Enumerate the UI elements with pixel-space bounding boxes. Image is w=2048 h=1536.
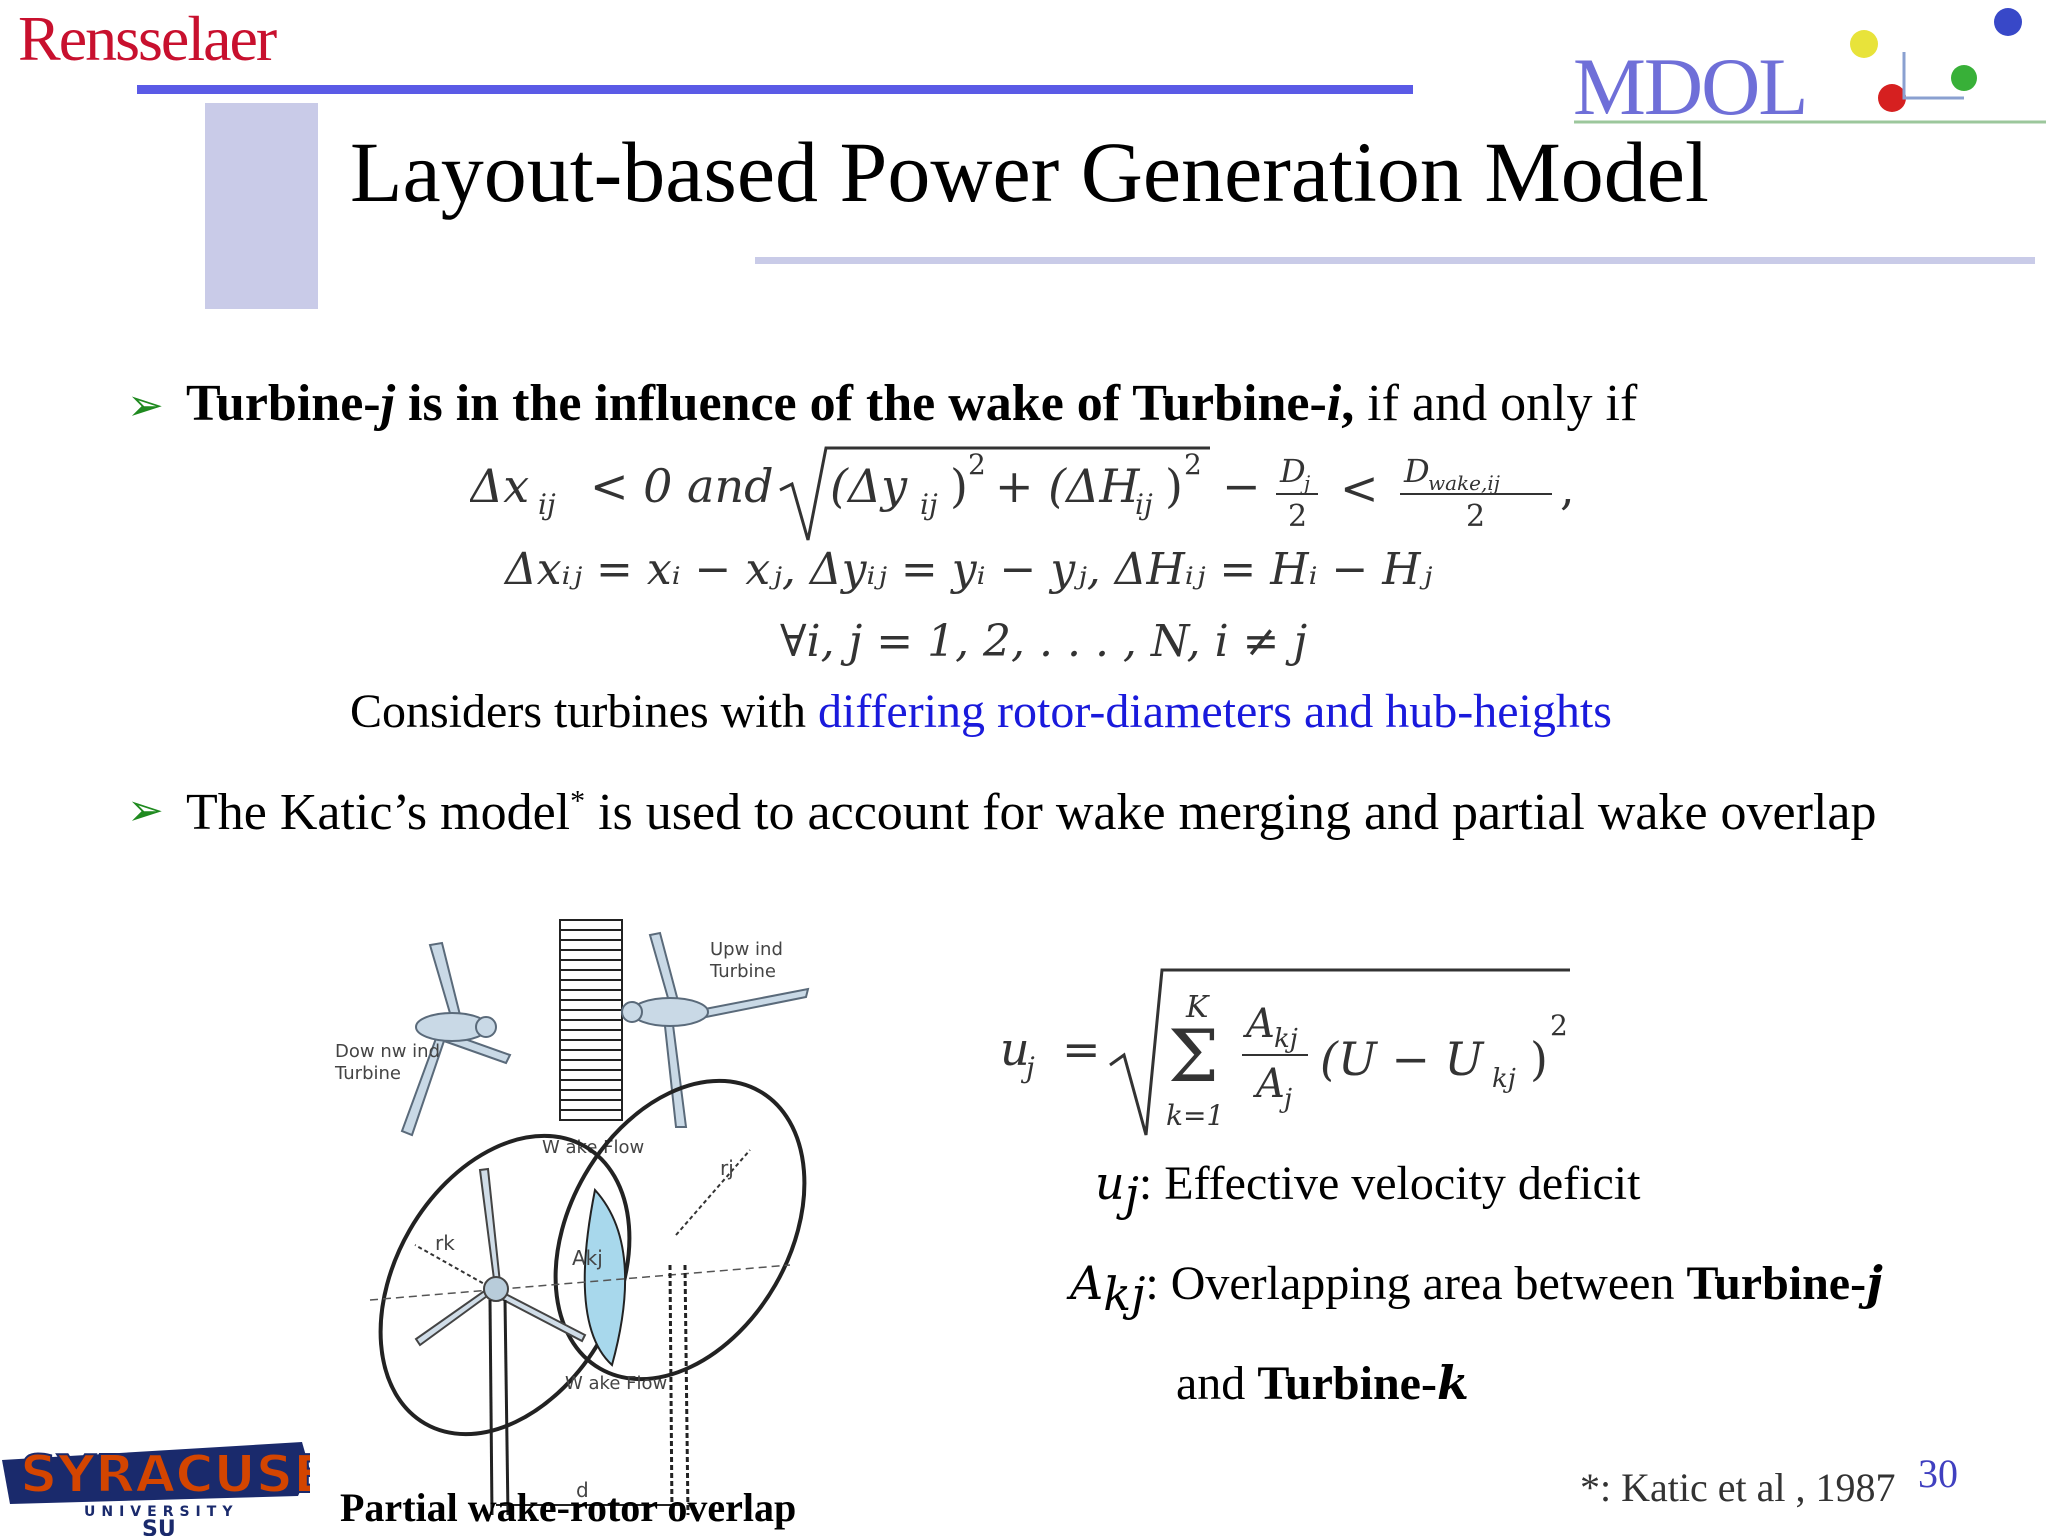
wake-influence-condition-equation: Δx ij < 0 and (Δy ij ) 2 + (ΔH ij ) 2 − …	[470, 446, 1575, 667]
tower-lines	[488, 1264, 690, 1516]
eq1-lhs: Δx	[470, 459, 529, 513]
eq1-frac2-num: D	[1403, 452, 1430, 490]
su-logo-text: SYRACUSE	[20, 1445, 310, 1505]
logo-dot-yellow	[1850, 30, 1878, 58]
header-rule	[137, 85, 1413, 94]
definition-akj-continued: and Turbine-k	[1176, 1356, 1469, 1410]
eq2-paren-sub: kj	[1492, 1064, 1516, 1094]
eq2-sum-bottom: k=1	[1166, 1099, 1224, 1132]
eq2-paren-close: )	[1530, 1032, 1548, 1086]
radius-j-label: rj	[720, 1156, 734, 1180]
eq1-frac2-den: 2	[1466, 499, 1485, 534]
rotor-hub	[483, 1276, 509, 1302]
upwind-turbine	[621, 931, 810, 1128]
eq1-term1-close: )	[950, 459, 968, 513]
bullet-2: The Katic’s model* is used to account fo…	[186, 784, 1877, 841]
diagram-caption: Partial wake-rotor overlap	[340, 1485, 797, 1530]
eq2-sum-top: K	[1185, 990, 1210, 1025]
eq1-line3: ∀i, j = 1, 2, . . . , N, i ≠ j	[780, 616, 1307, 667]
downwind-turbine	[400, 941, 512, 1137]
eq1-sq2: 2	[1184, 448, 1202, 481]
eq1-term1-sub: ij	[920, 488, 938, 521]
eq1-comma: ,	[1560, 461, 1575, 515]
wake-flow-label-bottom: W ake Flow	[565, 1373, 667, 1394]
downwind-label-1: Dow nw ind	[335, 1041, 440, 1062]
eq1-frac1-num: D	[1279, 452, 1306, 490]
eq2-sqrt-sign	[1109, 968, 1570, 1136]
rensselaer-logo: Rensselaer	[18, 3, 277, 74]
overlap-area	[583, 1187, 627, 1367]
radius-k-line	[414, 1244, 496, 1291]
slide-title: Layout-based Power Generation Model	[350, 124, 1709, 220]
bullet-1: Turbine-j is in the influence of the wak…	[186, 375, 1638, 432]
definition-uj: uj: Effective velocity deficit	[1095, 1156, 1641, 1221]
distance-d-label: d	[576, 1478, 589, 1502]
bullet-arrow-icon: ➢	[127, 786, 164, 835]
eq1-term1: (Δy	[830, 459, 908, 513]
eq1-term2-sub: ij	[1135, 488, 1153, 521]
radius-k-label: rk	[435, 1231, 455, 1255]
rotor-blades	[414, 1167, 587, 1347]
title-rule	[755, 257, 2035, 264]
eq2-lhs: u	[1000, 1022, 1030, 1076]
logo-dot-green	[1951, 65, 1977, 91]
eq2-frac-den: A	[1252, 1061, 1285, 1107]
su-logo-mono: SU	[142, 1517, 176, 1536]
wake-flow-label-top: W ake Flow	[542, 1137, 644, 1158]
eq2-paren: (U − U	[1320, 1032, 1486, 1086]
overlap-area-label: Akj	[572, 1246, 603, 1270]
eq1-plus-term2: + (ΔH	[995, 459, 1140, 513]
eq1-term2-close: )	[1165, 459, 1183, 513]
eq1-line2: Δxᵢⱼ = xᵢ − xⱼ, Δyᵢⱼ = yᵢ − yⱼ, ΔHᵢⱼ = H…	[503, 544, 1433, 595]
wake-overlap-diagram: Dow nw ind Turbine Upw ind Turbine W ake…	[334, 919, 810, 1516]
eq2-exp: 2	[1550, 1009, 1568, 1042]
eq1-sq1: 2	[968, 448, 986, 481]
radius-j-line	[675, 1149, 751, 1236]
mdol-logo	[1574, 8, 2046, 124]
mdol-logo-text: MDOL	[1573, 41, 1808, 132]
citation: *: Katic et al , 1987	[1580, 1465, 1896, 1510]
su-logo-banner	[2, 1442, 310, 1504]
eq2-frac-num-sub: kj	[1274, 1024, 1298, 1054]
eq1-frac2-num-sub: wake,ij	[1428, 471, 1500, 495]
eq1-lt: <	[1340, 461, 1379, 515]
eq2-frac-num: A	[1242, 1001, 1275, 1047]
title-accent-block	[205, 103, 318, 309]
eq2-equals: =	[1062, 1022, 1101, 1076]
katic-velocity-equation: u j = K Σ k=1 A kj A j (U − U kj ) 2	[1000, 968, 1570, 1136]
eq1-lhs-sub: ij	[538, 488, 556, 521]
su-logo-sub: UNIVERSITY	[84, 1504, 238, 1520]
upwind-label-1: Upw ind	[710, 939, 783, 960]
logo-dot-blue	[1994, 8, 2022, 36]
eq1-minus: −	[1222, 459, 1261, 513]
wake-flow-grid	[559, 919, 623, 1121]
downwind-label-2: Turbine	[334, 1063, 401, 1084]
upwind-label-2: Turbine	[709, 961, 776, 982]
considers-highlight: differing rotor-diameters and hub-height…	[817, 685, 1612, 738]
bullet-arrow-icon: ➢	[127, 381, 164, 430]
eq1-frac1-den: 2	[1288, 499, 1307, 534]
syracuse-university-logo: SYRACUSE UNIVERSITY SU	[2, 1442, 310, 1536]
considers-note: Considers turbines with differing rotor-…	[350, 685, 1612, 738]
logo-dot-red	[1878, 84, 1906, 112]
eq2-sum-sign: Σ	[1168, 1014, 1219, 1098]
logo-connector	[1902, 52, 1964, 100]
rotor-axis	[369, 1264, 791, 1301]
slide-number: 30	[1918, 1451, 1958, 1496]
eq1-sqrt-sign	[779, 446, 1210, 541]
eq1-and: < 0 and	[590, 459, 774, 513]
definition-akj: Akj: Overlapping area between Turbine-j	[1070, 1256, 1883, 1321]
eq1-frac1-num-sub: j	[1300, 471, 1310, 495]
